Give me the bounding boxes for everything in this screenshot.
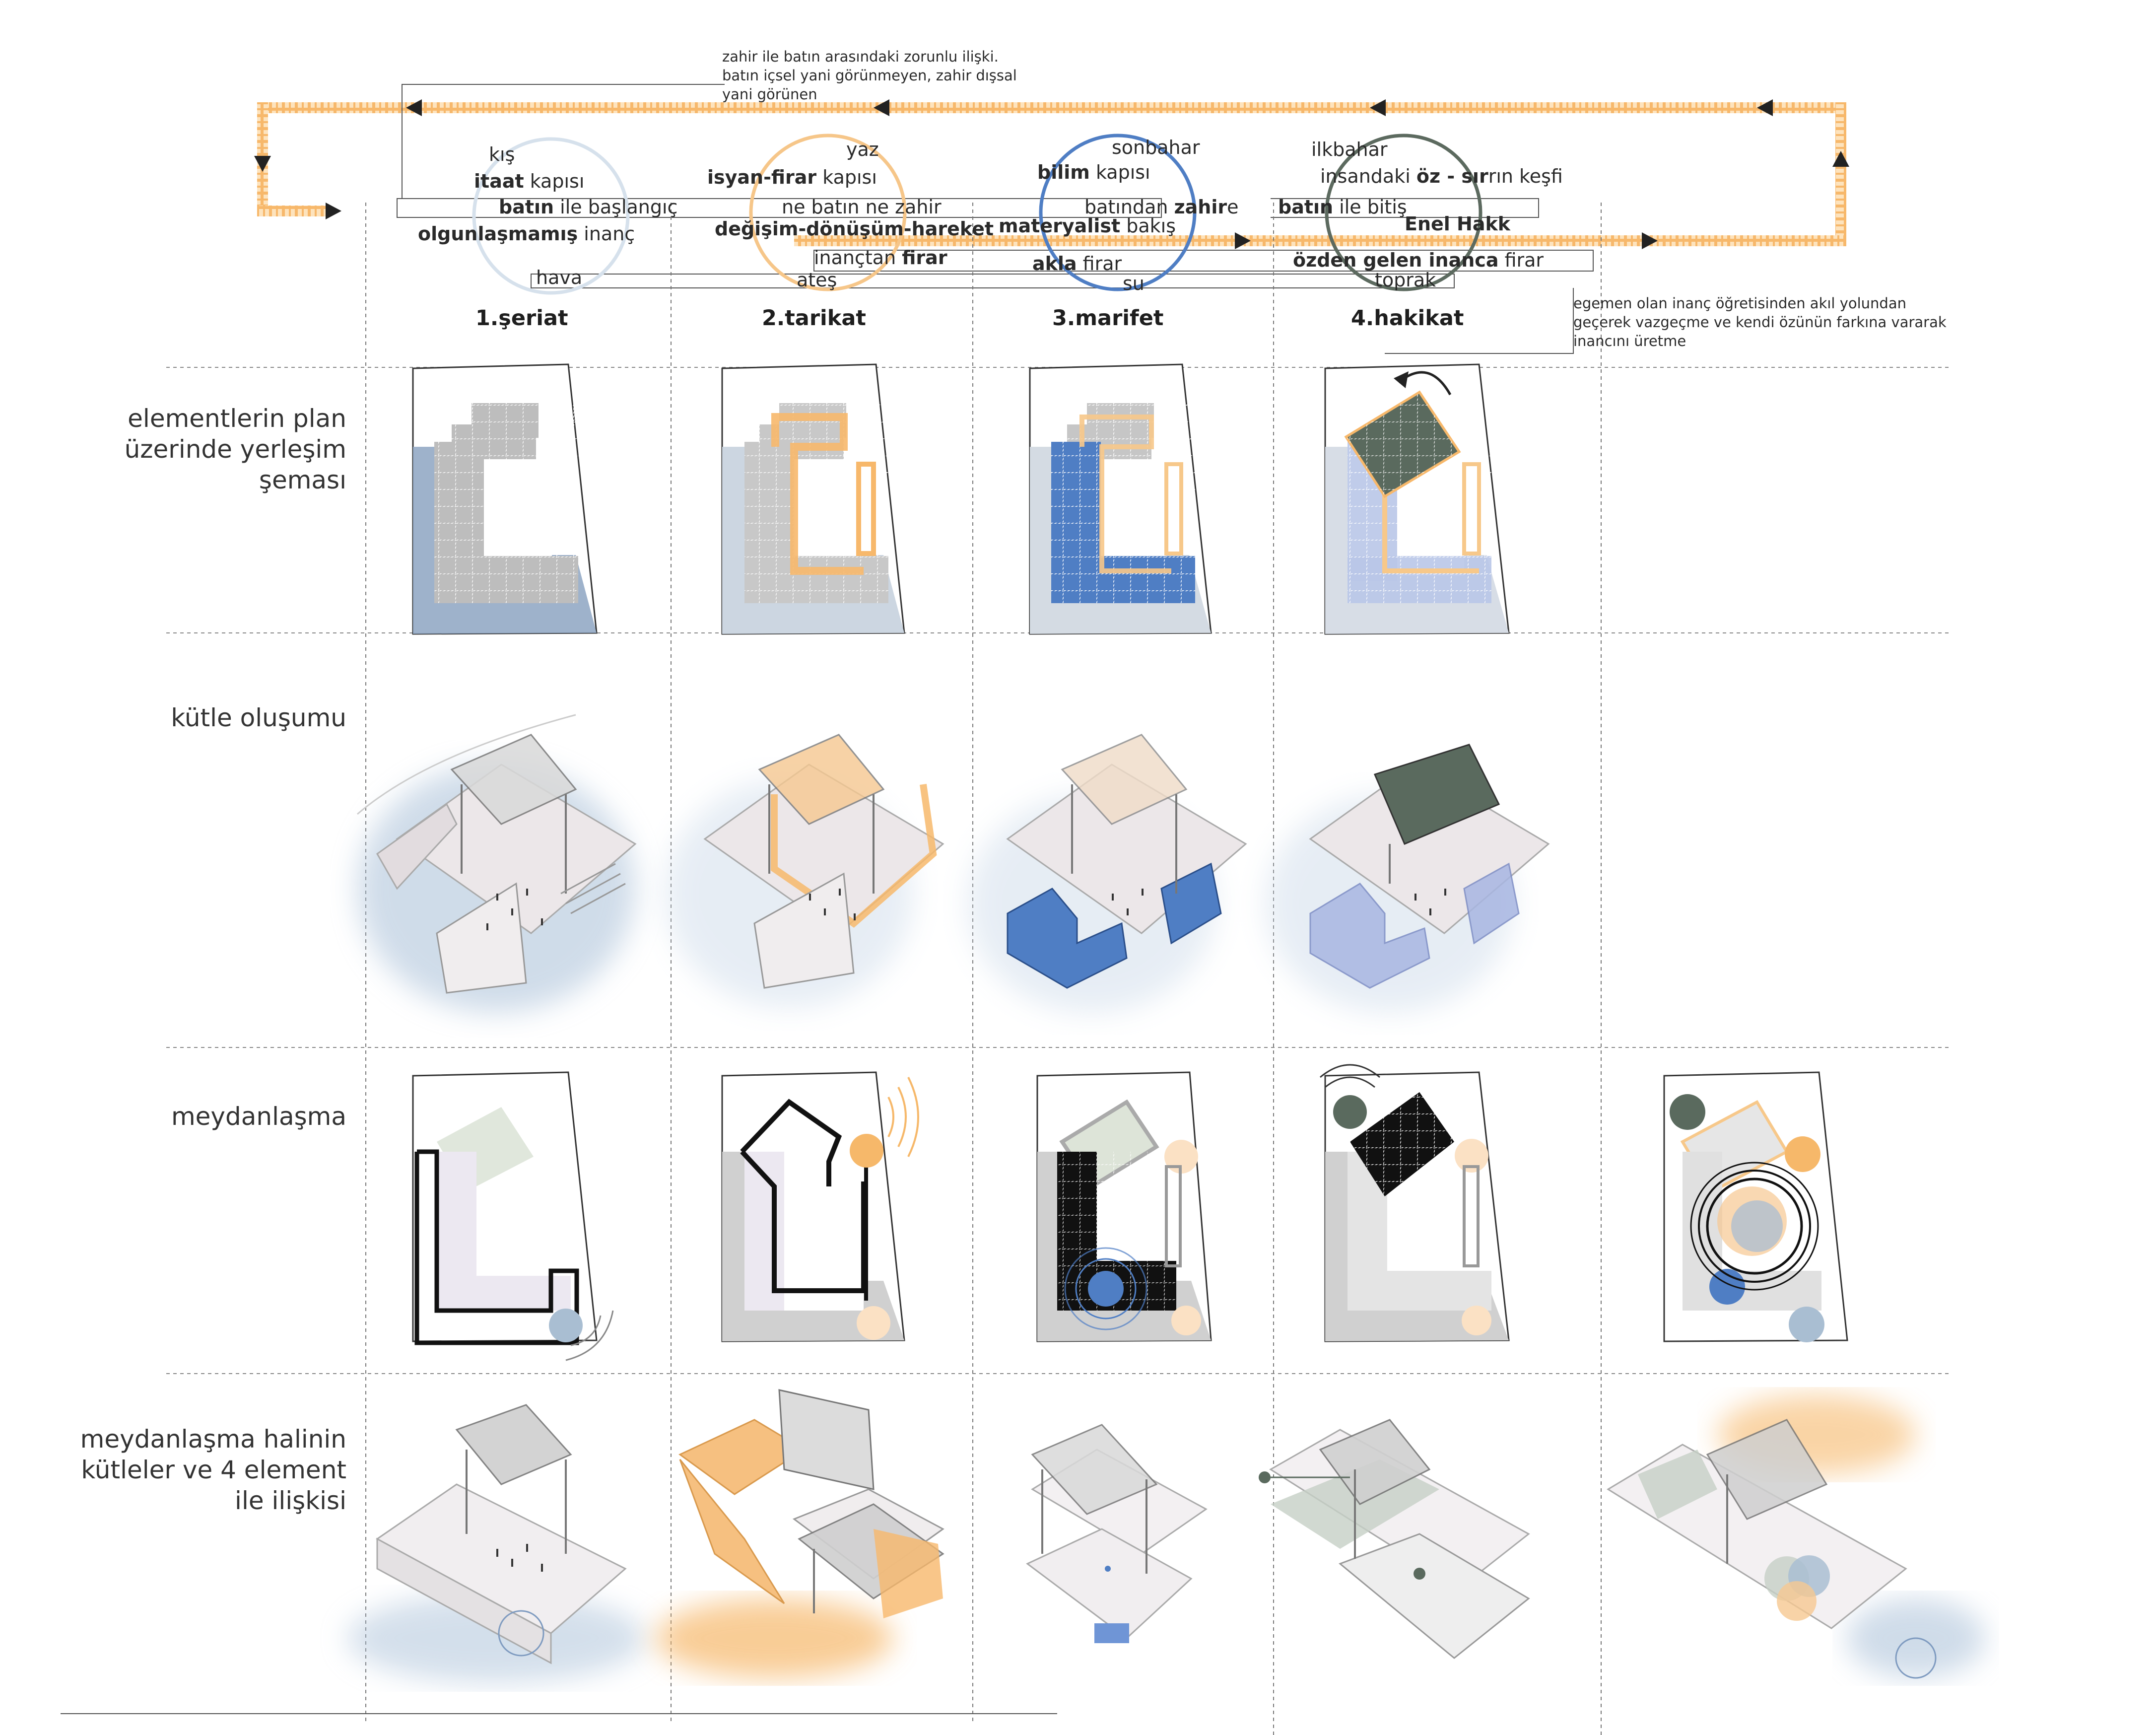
belief-label-1: olgunlaşmamış inanç	[418, 223, 635, 245]
flight-label-2: inançtan firar	[814, 247, 947, 269]
plan-scheme-marifet	[1029, 363, 1212, 635]
square-combined	[1663, 1071, 1848, 1342]
top-note-line-2: batın içsel yani görünmeyen, zahir dışsa…	[722, 67, 1017, 84]
relation-axon-marifet	[1026, 1424, 1208, 1643]
row-label-plan: elementlerin plan üzerinde yerleşim şema…	[124, 404, 346, 494]
column-title-2: 2.tarikat	[762, 306, 866, 331]
row-label-relation: meydanlaşma halinin kütleler ve 4 elemen…	[80, 1425, 346, 1515]
relation-axon-combined	[1607, 1395, 1985, 1679]
batin-label-1: batın ile başlangıç	[499, 196, 678, 218]
batin-label-2: ne batın ne zahir	[782, 196, 942, 218]
relation-axon-tarikat	[655, 1389, 944, 1678]
square-marifet	[1036, 1071, 1212, 1342]
gaze-label-3: materyalist bakış	[999, 215, 1176, 237]
right-note-line-2: geçerek vazgeçme ve kendi özünün farkına…	[1573, 314, 1947, 331]
season-label-3: sonbahar	[1112, 137, 1200, 158]
gate-label-1: itaat kapısı	[474, 170, 585, 192]
season-label-2: yaz	[846, 139, 879, 160]
end-label-4: batın ile bitiş	[1278, 196, 1407, 218]
square-seriat	[412, 1071, 614, 1361]
element-label-2: ateş	[797, 269, 837, 291]
spring-earth-circle	[1325, 134, 1482, 291]
element-label-3: su	[1123, 273, 1145, 294]
arrow-right-6	[1642, 232, 1658, 249]
season-label-1: kış	[489, 143, 515, 165]
column-title-3: 3.marifet	[1052, 306, 1164, 331]
arrow-left-4	[1757, 99, 1773, 116]
plan-scheme-seriat	[412, 363, 598, 635]
top-note: zahir ile batın arasındaki zorunlu ilişk…	[722, 47, 1070, 104]
square-hakikat	[1320, 1064, 1510, 1342]
right-note: egemen olan inanç öğretisinden akıl yolu…	[1573, 294, 1951, 350]
arrow-left-1	[406, 99, 422, 116]
row-label-mass: kütle oluşumu	[171, 703, 346, 732]
mass-axon-tarikat	[665, 734, 944, 1008]
own-belief-label-4: özden gelen inanca firar	[1293, 249, 1544, 271]
element-label-1: hava	[536, 267, 583, 288]
row-label-square: meydanlaşma	[171, 1102, 346, 1131]
column-title-1: 1.şeriat	[475, 306, 568, 331]
relation-axon-seriat	[347, 1404, 645, 1683]
gate-label-3: bilim kapısı	[1037, 161, 1150, 183]
right-note-line-1: egemen olan inanç öğretisinden akıl yolu…	[1573, 295, 1906, 312]
connector-lines	[397, 84, 1594, 354]
plan-scheme-tarikat	[721, 363, 905, 635]
summer-fire-circle	[749, 134, 907, 291]
change-label-2: değişim-dönüşüm-hareket	[715, 218, 994, 240]
column-title-4: 4.hakikat	[1351, 306, 1464, 331]
top-note-line-1: zahir ile batın arasındaki zorunlu ilişk…	[722, 48, 999, 65]
top-note-line-3: yani görünen	[722, 86, 817, 103]
arrow-right-5	[1235, 232, 1251, 249]
season-circles	[472, 134, 1482, 295]
mass-axon-marifet	[968, 734, 1247, 1013]
enel-hakk-label: Enel Hakk	[1405, 213, 1511, 235]
cycle-arrows	[254, 99, 1849, 249]
gate-label-2: isyan-firar kapısı	[707, 166, 877, 188]
season-label-4: ilkbahar	[1311, 139, 1388, 160]
relation-axon-hakikat	[1259, 1419, 1530, 1659]
zahir-label-3: batından zahire	[1084, 196, 1239, 218]
square-tarikat	[721, 1071, 919, 1342]
essence-label-4: insandaki öz - sırrın keşfi	[1320, 165, 1563, 187]
arrow-left-2	[874, 99, 889, 116]
flight-label-3: akla firar	[1032, 253, 1122, 275]
arrow-left-3	[1370, 99, 1386, 116]
arrow-down-left	[254, 156, 271, 172]
arrow-up-right	[1832, 151, 1849, 167]
element-label-4: toprak	[1375, 269, 1436, 291]
winter-air-circle	[472, 137, 630, 295]
plan-scheme-hakikat	[1324, 363, 1510, 635]
arrow-right-left	[326, 203, 341, 219]
mass-axon-seriat	[357, 714, 637, 1013]
mass-axon-hakikat	[1266, 744, 1550, 1013]
autumn-water-circle	[1039, 134, 1197, 291]
right-note-line-3: inancını üretme	[1573, 333, 1686, 349]
